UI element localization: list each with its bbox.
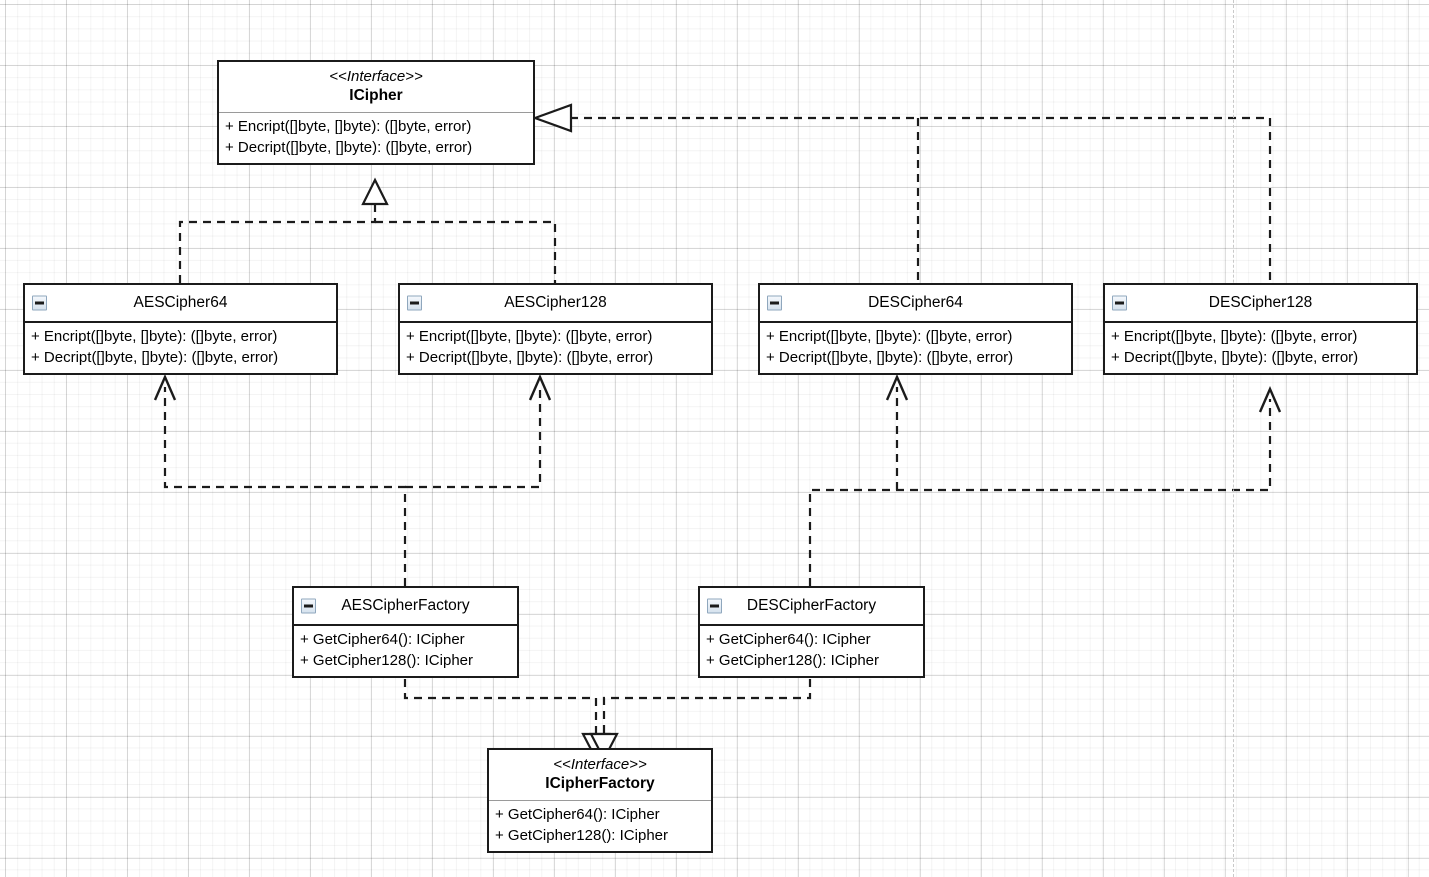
connector-aes128-realization <box>375 220 557 283</box>
minus-square-icon[interactable] <box>32 295 47 311</box>
member-row: + Decript([]byte, []byte): ([]byte, erro… <box>766 348 1014 366</box>
minus-square-icon[interactable] <box>301 598 316 614</box>
node-header-descipher128: DESCipher128 <box>1105 285 1416 321</box>
class-name-label: ICipher <box>349 87 403 104</box>
node-header-icipherfactory: <<Interface>> ICipherFactory <box>489 750 711 800</box>
member-row: + Encript([]byte, []byte): ([]byte, erro… <box>766 328 1013 345</box>
node-members-descipher128: + Encript([]byte, []byte): ([]byte, erro… <box>1105 323 1416 373</box>
arrowhead-realization-icipher-bottom <box>361 177 389 206</box>
arrowhead-dependency-descipher64 <box>885 373 909 401</box>
minus-square-icon[interactable] <box>1112 295 1127 311</box>
class-name-label: AESCipher128 <box>504 294 607 311</box>
member-row: + Encript([]byte, []byte): ([]byte, erro… <box>1111 328 1358 345</box>
node-header-descipher64: DESCipher64 <box>760 285 1071 321</box>
minus-square-icon[interactable] <box>707 598 722 614</box>
node-header-icipher: <<Interface>> ICipher <box>219 62 533 112</box>
section-divider <box>700 624 923 626</box>
class-node-icipherfactory[interactable]: <<Interface>> ICipherFactory + GetCipher… <box>487 748 713 853</box>
section-divider <box>294 624 517 626</box>
class-node-icipher[interactable]: <<Interface>> ICipher + Encript([]byte, … <box>217 60 535 165</box>
member-row: + Encript([]byte, []byte): ([]byte, erro… <box>406 328 653 345</box>
node-members-descipherfactory: + GetCipher64(): ICipher + GetCipher128(… <box>700 626 923 676</box>
node-members-icipherfactory: + GetCipher64(): ICipher + GetCipher128(… <box>489 801 711 851</box>
member-row: + GetCipher128(): ICipher <box>495 826 668 844</box>
member-row: + GetCipher64(): ICipher <box>300 631 465 648</box>
minus-square-icon[interactable] <box>767 295 782 311</box>
member-row: + Encript([]byte, []byte): ([]byte, erro… <box>31 328 278 345</box>
member-row: + GetCipher64(): ICipher <box>495 806 660 823</box>
page-break-line <box>1233 0 1234 877</box>
arrowhead-dependency-aescipher128 <box>528 373 552 401</box>
section-divider <box>1105 321 1416 323</box>
member-row: + Decript([]byte, []byte): ([]byte, erro… <box>31 348 279 366</box>
class-name-label: ICipherFactory <box>545 775 655 792</box>
node-header-aescipher128: AESCipher128 <box>400 285 711 321</box>
stereotype-label: <<Interface>> <box>329 68 423 85</box>
member-row: + Decript([]byte, []byte): ([]byte, erro… <box>1111 348 1359 366</box>
member-row: + Decript([]byte, []byte): ([]byte, erro… <box>225 138 473 156</box>
section-divider <box>219 112 533 113</box>
member-row: + Encript([]byte, []byte): ([]byte, erro… <box>225 118 472 135</box>
connector-aes-realization <box>178 204 377 283</box>
class-name-label: AESCipherFactory <box>341 597 470 614</box>
class-name-label: AESCipher64 <box>133 294 228 311</box>
class-node-aescipherfactory[interactable]: AESCipherFactory + GetCipher64(): ICiphe… <box>292 586 519 678</box>
section-divider <box>760 321 1071 323</box>
class-node-aescipher128[interactable]: AESCipher128 + Encript([]byte, []byte): … <box>398 283 713 375</box>
node-members-aescipher64: + Encript([]byte, []byte): ([]byte, erro… <box>25 323 336 373</box>
connector-aesfactory-dep-64 <box>163 387 407 586</box>
arrowhead-dependency-descipher128 <box>1258 385 1282 413</box>
connector-aesfactory-dep-128 <box>405 387 542 489</box>
node-members-descipher64: + Encript([]byte, []byte): ([]byte, erro… <box>760 323 1071 373</box>
member-row: + GetCipher128(): ICipher <box>706 651 879 669</box>
minus-square-icon[interactable] <box>407 295 422 311</box>
class-node-descipher64[interactable]: DESCipher64 + Encript([]byte, []byte): (… <box>758 283 1073 375</box>
connector-des-realization <box>570 116 1272 283</box>
class-name-label: DESCipher64 <box>868 294 963 311</box>
stereotype-label: <<Interface>> <box>553 756 647 773</box>
section-divider <box>400 321 711 323</box>
class-node-descipherfactory[interactable]: DESCipherFactory + GetCipher64(): ICiphe… <box>698 586 925 678</box>
node-members-aescipherfactory: + GetCipher64(): ICipher + GetCipher128(… <box>294 626 517 676</box>
class-node-aescipher64[interactable]: AESCipher64 + Encript([]byte, []byte): (… <box>23 283 338 375</box>
class-node-descipher128[interactable]: DESCipher128 + Encript([]byte, []byte): … <box>1103 283 1418 375</box>
connector-desfactory-dep-64 <box>808 399 1272 586</box>
node-header-aescipherfactory: AESCipherFactory <box>294 588 517 624</box>
node-header-descipherfactory: DESCipherFactory <box>700 588 923 624</box>
section-divider <box>489 800 711 801</box>
member-row: + GetCipher128(): ICipher <box>300 651 473 669</box>
member-row: + GetCipher64(): ICipher <box>706 631 871 648</box>
class-name-label: DESCipherFactory <box>746 597 877 614</box>
node-header-aescipher64: AESCipher64 <box>25 285 336 321</box>
node-members-aescipher128: + Encript([]byte, []byte): ([]byte, erro… <box>400 323 711 373</box>
arrowhead-dependency-aescipher64 <box>153 373 177 401</box>
node-members-icipher: + Encript([]byte, []byte): ([]byte, erro… <box>219 113 533 163</box>
class-name-label: DESCipher128 <box>1208 294 1313 311</box>
member-row: + Decript([]byte, []byte): ([]byte, erro… <box>406 348 654 366</box>
section-divider <box>25 321 336 323</box>
arrowhead-realization-icipher-right <box>531 103 573 133</box>
